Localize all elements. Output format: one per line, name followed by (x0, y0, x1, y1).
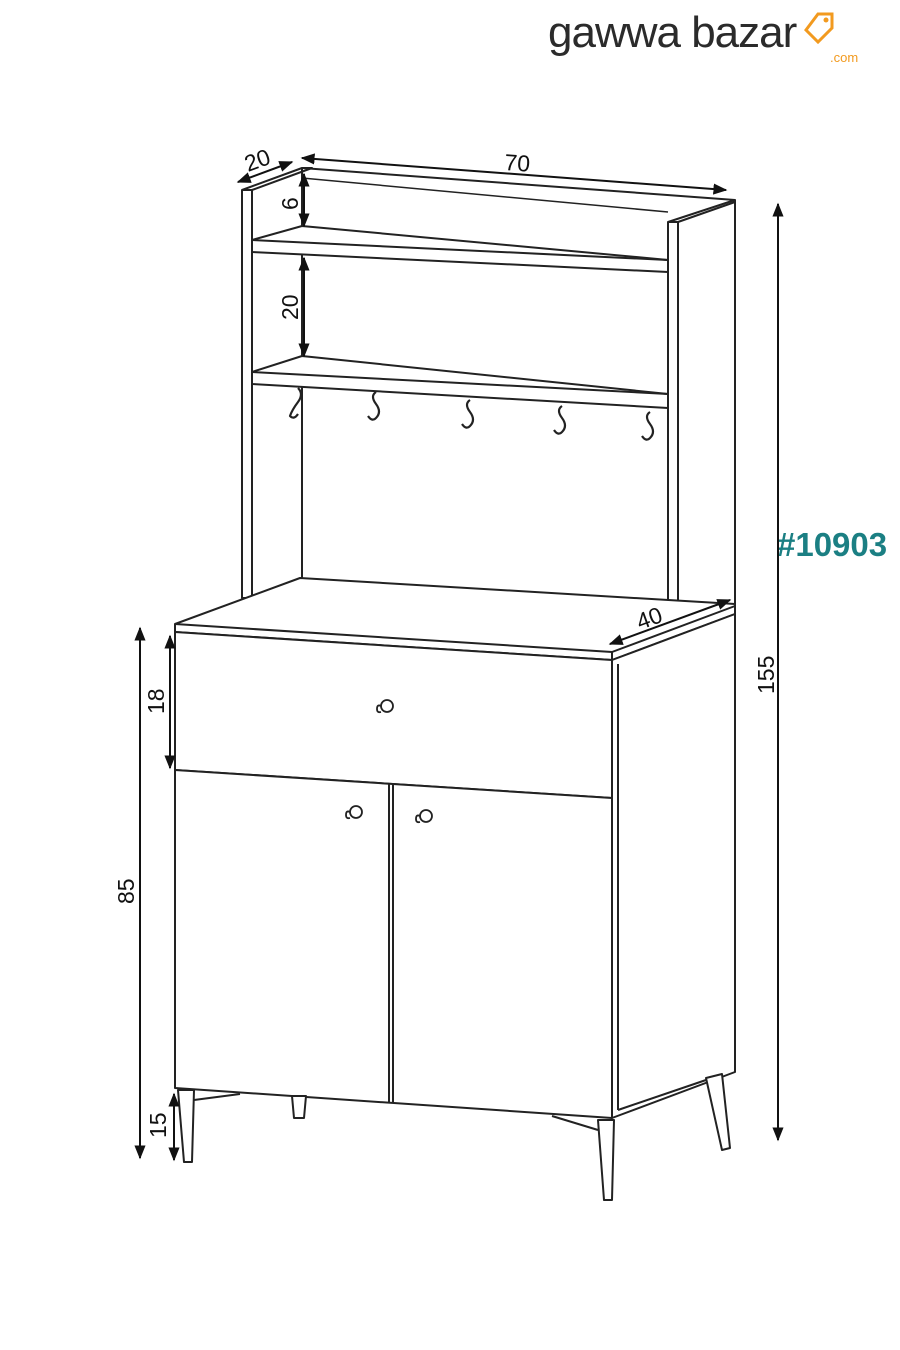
brand-domain: .com (830, 50, 859, 65)
product-code: #10903 (777, 526, 888, 563)
dimension-annotations (134, 153, 784, 1162)
drawer-front (174, 631, 613, 799)
cabinet-drawing (174, 167, 736, 1201)
s-hook-icon (288, 387, 655, 441)
dim-shelf-gap: 20 (277, 294, 303, 320)
round-knob-icon (345, 699, 433, 824)
dim-leg-height: 15 (145, 1112, 171, 1138)
dim-width: 70 (504, 149, 531, 177)
price-tag-icon (804, 12, 834, 44)
cabinet-side (611, 613, 736, 1119)
cabinet-doors (174, 769, 613, 1119)
hutch-top-shelf (251, 225, 669, 273)
brand-name: gawwa bazar (548, 8, 797, 57)
dim-top-gap: 6 (277, 197, 303, 210)
dim-total-height: 155 (753, 656, 779, 694)
brand-logo: gawwa bazar .com (548, 8, 878, 70)
dim-drawer-height: 18 (143, 688, 169, 714)
cabinet-legs (177, 1073, 731, 1201)
dim-hutch-depth: 20 (241, 144, 274, 177)
hutch-middle-shelf (251, 355, 669, 409)
dim-cabinet-height: 85 (113, 878, 139, 904)
hutch-right-panel (667, 199, 736, 623)
